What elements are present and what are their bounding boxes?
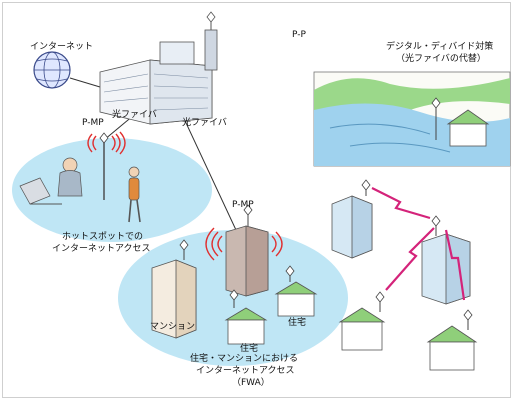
fwa-caption-line2: インターネットアクセス xyxy=(196,366,295,376)
pmp-label-mid: P-MP xyxy=(232,200,254,210)
house-label-1: 住宅 xyxy=(288,318,307,328)
hotspot-area xyxy=(12,138,212,242)
hotspot-caption-line2: インターネットアクセス xyxy=(52,244,151,254)
central-office-building xyxy=(99,11,218,125)
digital-divide-subtitle: （光ファイバの代替） xyxy=(396,54,486,64)
fwa-caption-line3: （FWA） xyxy=(232,378,270,388)
fwa-house-center xyxy=(224,289,268,345)
digital-divide-landscape xyxy=(313,71,511,167)
laptop-user-figure xyxy=(19,157,83,205)
pmp-label-top: P-MP xyxy=(82,118,104,128)
fwa-caption-line1: 住宅・マンションにおける xyxy=(190,354,299,364)
pp-house-left xyxy=(338,291,386,351)
internet-globe-icon xyxy=(33,51,71,89)
apartment-tower xyxy=(205,204,283,297)
fiber-label-1: 光ファイバ xyxy=(112,110,157,120)
hotspot-antenna xyxy=(87,131,126,200)
fiber-line-apartment xyxy=(179,109,237,231)
diagram-frame xyxy=(2,2,511,398)
fwa-house-right xyxy=(274,265,318,317)
mansion-label: マンション xyxy=(150,322,196,332)
pp-house-right xyxy=(426,309,478,371)
hotspot-caption-line1: ホットスポットでの xyxy=(62,232,144,242)
fiber-label-2: 光ファイバ xyxy=(182,118,227,128)
internet-label: インターネット xyxy=(30,42,94,52)
pp-building-left xyxy=(331,179,373,259)
house-label-2: 住宅 xyxy=(240,344,259,354)
walking-person-figure xyxy=(128,166,141,223)
pp-radio-links xyxy=(371,187,466,301)
mansion-building xyxy=(151,239,197,339)
digital-divide-title: デジタル・ディバイド対策 xyxy=(386,42,494,52)
pp-label: P-P xyxy=(292,30,306,40)
pp-building-center xyxy=(421,215,471,305)
